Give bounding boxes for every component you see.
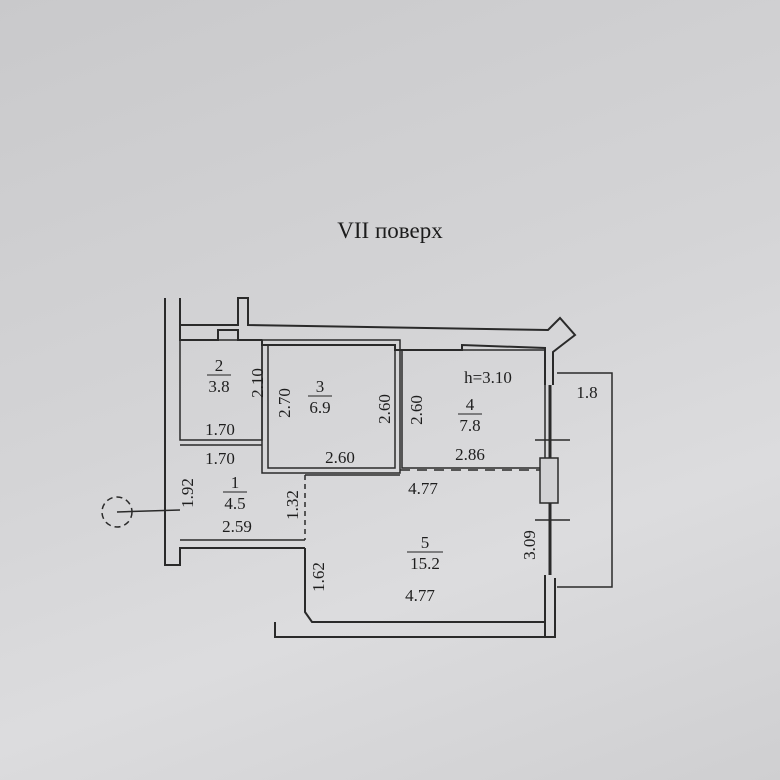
room-5-number: 5 [421,533,430,552]
room-3-number: 3 [316,377,325,396]
dim-r5-right: 3.09 [520,530,539,560]
room-3-outline [267,344,396,469]
dim-r4-width: 2.86 [455,445,485,464]
room-1-number: 1 [231,473,240,492]
room-4-number: 4 [466,395,475,414]
entrance-marker-icon [101,496,181,528]
dim-r1-side: 1.32 [283,490,302,520]
room-5-area: 15.2 [410,554,440,573]
room-2-number: 2 [215,356,224,375]
dim-r4-left: 2.60 [407,395,426,425]
dim-r1-top: 1.70 [205,449,235,468]
dim-r2-width: 1.70 [205,420,235,439]
dim-r5-top: 4.77 [408,479,438,498]
room-3-wall [261,339,401,474]
dim-r3-left: 2.70 [275,388,294,418]
floor-title: VII поверх [337,218,443,243]
ceiling-height: h=3.10 [464,368,512,387]
dim-r3-right: 2.60 [375,394,394,424]
dim-r1-width: 2.59 [222,517,252,536]
windows [535,385,570,575]
room-3-area: 6.9 [309,398,330,417]
dim-r2-height: 2.10 [248,368,267,398]
room-2-area: 3.8 [208,377,229,396]
dim-r5-bottom: 4.77 [405,586,435,605]
room-1-area: 4.5 [224,494,245,513]
balcony-area: 1.8 [576,383,597,402]
balcony-outline [557,372,613,588]
rooms [179,339,546,541]
room-4-area: 7.8 [459,416,480,435]
dim-r3-width: 2.60 [325,448,355,467]
dim-r5-left: 1.62 [309,562,328,592]
dim-r1-height: 1.92 [178,478,197,508]
room-4-outline [401,349,546,469]
